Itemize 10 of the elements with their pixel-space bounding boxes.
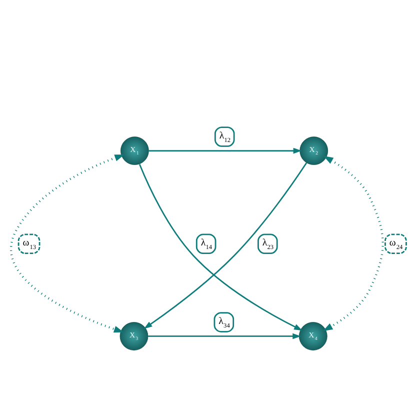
edge-label: λ$_{14}$ [200, 238, 212, 252]
edge-label: ω$_{13}$ [22, 238, 36, 252]
arrow [322, 156, 384, 332]
arrow [148, 333, 301, 340]
edge-label: λ$_{23}$ [262, 238, 274, 252]
edge-label: ω$_{24}$ [389, 238, 403, 252]
edge-label: λ$_{12}$ [219, 130, 231, 144]
arrow [10, 154, 125, 332]
arrow [148, 148, 302, 154]
edge-label: λ$_{34}$ [218, 316, 230, 330]
